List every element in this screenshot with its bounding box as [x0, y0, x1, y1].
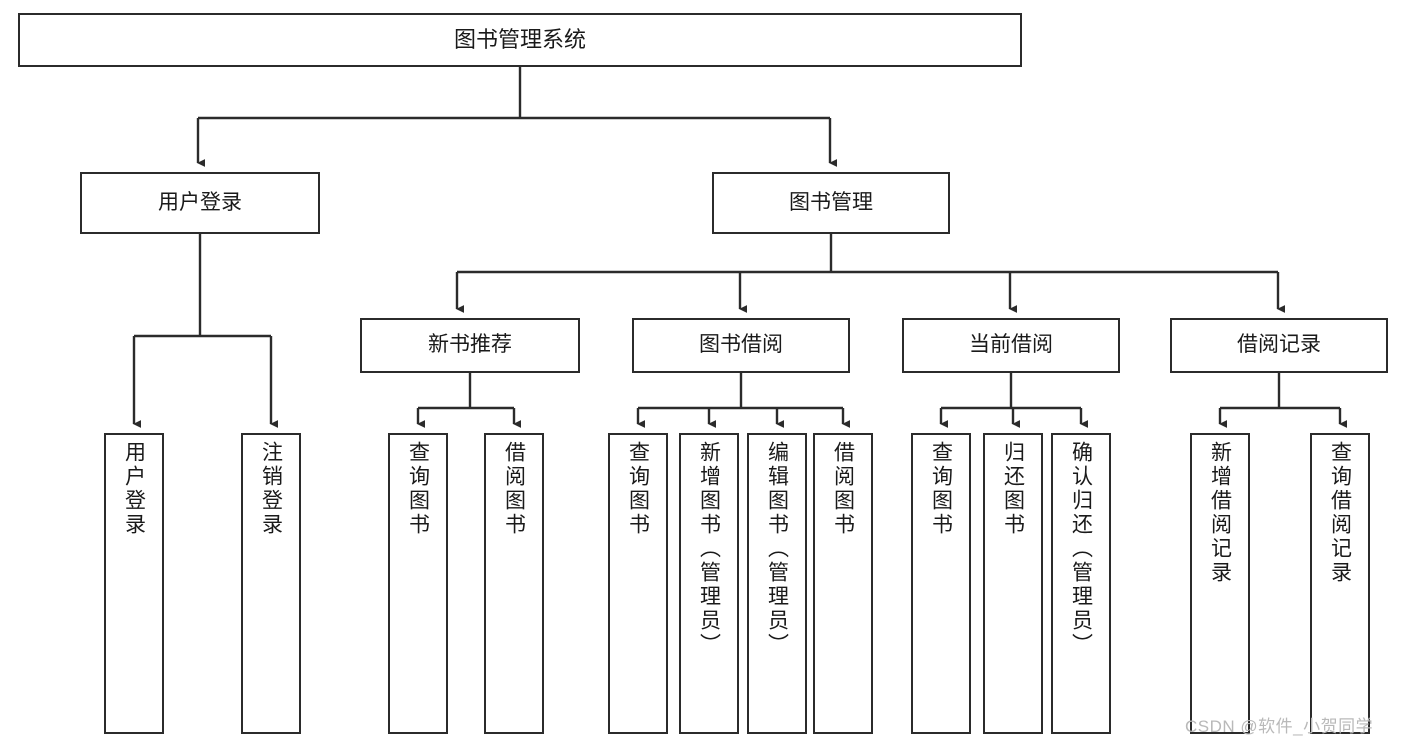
node-leaf-query-book-3[interactable]: 查询图书 [911, 433, 971, 734]
node-label: 查询图书 [929, 441, 953, 537]
node-leaf-query-record[interactable]: 查询借阅记录 [1310, 433, 1370, 734]
node-label: 当前借阅 [969, 333, 1053, 357]
node-leaf-user-login[interactable]: 用户登录 [104, 433, 164, 734]
node-label: 注销登录 [259, 441, 283, 537]
node-label: 查询图书 [406, 441, 430, 537]
node-label: 新书推荐 [428, 333, 512, 357]
node-leaf-borrow-book-1[interactable]: 借阅图书 [484, 433, 544, 734]
node-label: 借阅图书 [502, 441, 526, 537]
csdn-watermark: CSDN @软件_小贺同学 [1185, 717, 1374, 736]
node-label: 查询图书 [626, 441, 650, 537]
node-label: 新增图书（管理员） [697, 441, 721, 657]
node-label: 图书借阅 [699, 333, 783, 357]
node-label: 查询借阅记录 [1328, 441, 1352, 585]
node-root-system[interactable]: 图书管理系统 [18, 13, 1022, 67]
node-label: 新增借阅记录 [1208, 441, 1232, 585]
node-label: 图书管理 [789, 190, 873, 214]
node-label: 借阅记录 [1237, 333, 1321, 357]
node-book-borrow[interactable]: 图书借阅 [632, 318, 850, 373]
node-leaf-logout[interactable]: 注销登录 [241, 433, 301, 734]
node-leaf-add-book[interactable]: 新增图书（管理员） [679, 433, 739, 734]
node-new-book-rec[interactable]: 新书推荐 [360, 318, 580, 373]
node-label: 借阅图书 [831, 441, 855, 537]
node-leaf-query-book-2[interactable]: 查询图书 [608, 433, 668, 734]
node-current-borrow[interactable]: 当前借阅 [902, 318, 1120, 373]
node-leaf-query-book-1[interactable]: 查询图书 [388, 433, 448, 734]
node-label: 图书管理系统 [453, 27, 586, 53]
node-leaf-borrow-book-2[interactable]: 借阅图书 [813, 433, 873, 734]
node-leaf-confirm-return[interactable]: 确认归还（管理员） [1051, 433, 1111, 734]
node-borrow-record[interactable]: 借阅记录 [1170, 318, 1388, 373]
node-leaf-edit-book[interactable]: 编辑图书（管理员） [747, 433, 807, 734]
node-leaf-add-record[interactable]: 新增借阅记录 [1190, 433, 1250, 734]
node-leaf-return-book[interactable]: 归还图书 [983, 433, 1043, 734]
node-label: 确认归还（管理员） [1069, 441, 1093, 657]
node-book-manage[interactable]: 图书管理 [712, 172, 950, 234]
node-label: 编辑图书（管理员） [765, 441, 789, 657]
node-user-login[interactable]: 用户登录 [80, 172, 320, 234]
node-label: 用户登录 [122, 441, 146, 537]
node-label: 归还图书 [1001, 441, 1025, 537]
node-label: 用户登录 [158, 190, 242, 214]
